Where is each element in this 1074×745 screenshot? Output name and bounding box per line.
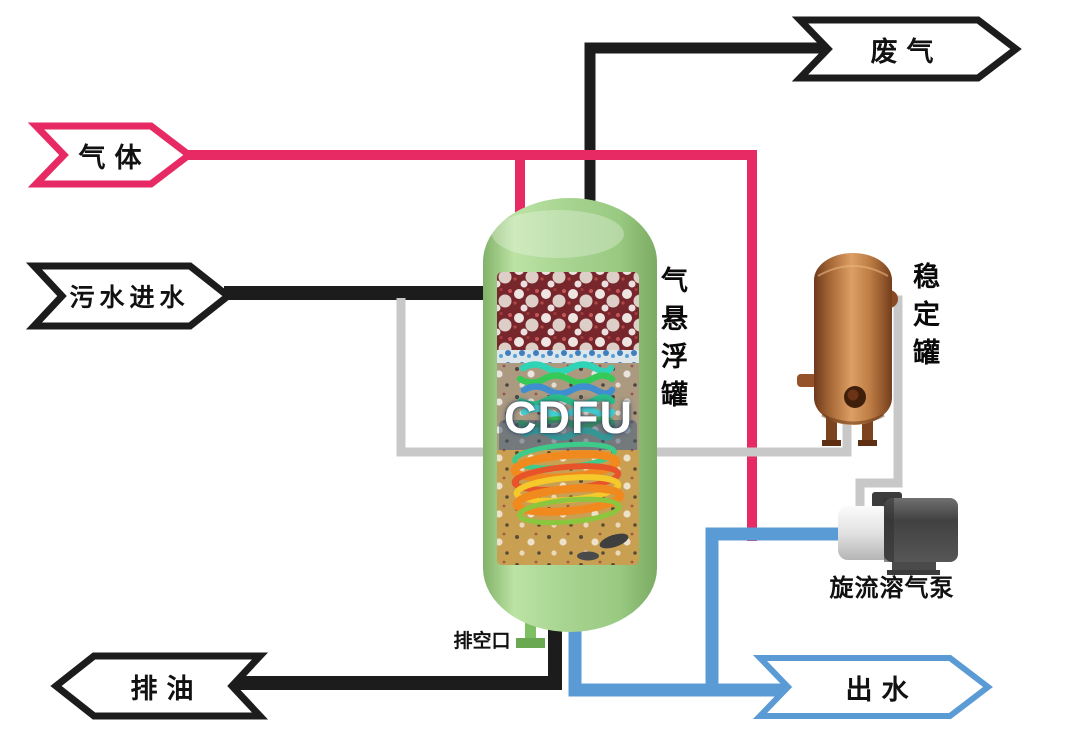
tank-foot bbox=[858, 440, 877, 446]
waste-gas-pipe bbox=[584, 42, 824, 206]
waste-gas-banner-label: 废气 bbox=[870, 36, 943, 67]
stabilization-tank bbox=[797, 253, 898, 446]
water-outlet-banner bbox=[752, 655, 993, 719]
coil bbox=[510, 441, 625, 526]
pump-suction-pipe bbox=[705, 527, 846, 693]
dissolved-air-pump bbox=[838, 492, 958, 575]
oil-drain-banner bbox=[50, 652, 269, 720]
gas-pipe bbox=[186, 150, 757, 541]
tank-foot bbox=[822, 440, 841, 446]
dot-strip bbox=[497, 350, 639, 363]
tank-leg bbox=[862, 416, 873, 443]
stabilization-tank-label: 稳定罐 bbox=[909, 262, 939, 376]
flotation-tank bbox=[483, 198, 657, 632]
oil-drain-pipe bbox=[236, 624, 562, 690]
flotation-tank-label: 气悬浮罐 bbox=[657, 266, 687, 418]
tank-leg bbox=[826, 416, 837, 443]
bubble-texture bbox=[497, 272, 639, 352]
pump-head bbox=[838, 506, 892, 560]
tank-bottom-seam bbox=[821, 413, 885, 425]
pump-base bbox=[887, 570, 940, 575]
tank-port-inner bbox=[847, 389, 859, 401]
pump-motor-flange bbox=[884, 498, 894, 562]
pump-motor bbox=[884, 498, 958, 562]
sewage-inlet-banner bbox=[25, 262, 234, 330]
waste-gas-banner bbox=[791, 16, 1022, 82]
water-outlet-pipe bbox=[568, 624, 786, 697]
oil-drain-banner-label: 排油 bbox=[130, 673, 203, 704]
pump-label: 旋流溶气泵 bbox=[829, 574, 955, 602]
water-outlet-banner-label: 出水 bbox=[845, 674, 918, 705]
flotation-tank-text: CDFU bbox=[504, 392, 633, 443]
sewage-inlet-banner-label: 污水进水 bbox=[69, 284, 190, 312]
tank-top-seam bbox=[817, 265, 889, 277]
tank-side-nozzle bbox=[797, 374, 817, 387]
flotation-tank-window bbox=[497, 272, 639, 565]
flotation-tank-highlight bbox=[492, 210, 624, 258]
gas-banner bbox=[27, 122, 195, 188]
sludge-blob bbox=[577, 551, 599, 561]
sludge-blob bbox=[599, 533, 629, 549]
drain-port-label: 排空口 bbox=[453, 630, 511, 652]
drain-stub-bar bbox=[516, 638, 545, 648]
gas-pipe-main bbox=[186, 150, 757, 541]
gas-banner-label: 气体 bbox=[78, 142, 151, 173]
stabilization-tank-body bbox=[814, 253, 892, 425]
